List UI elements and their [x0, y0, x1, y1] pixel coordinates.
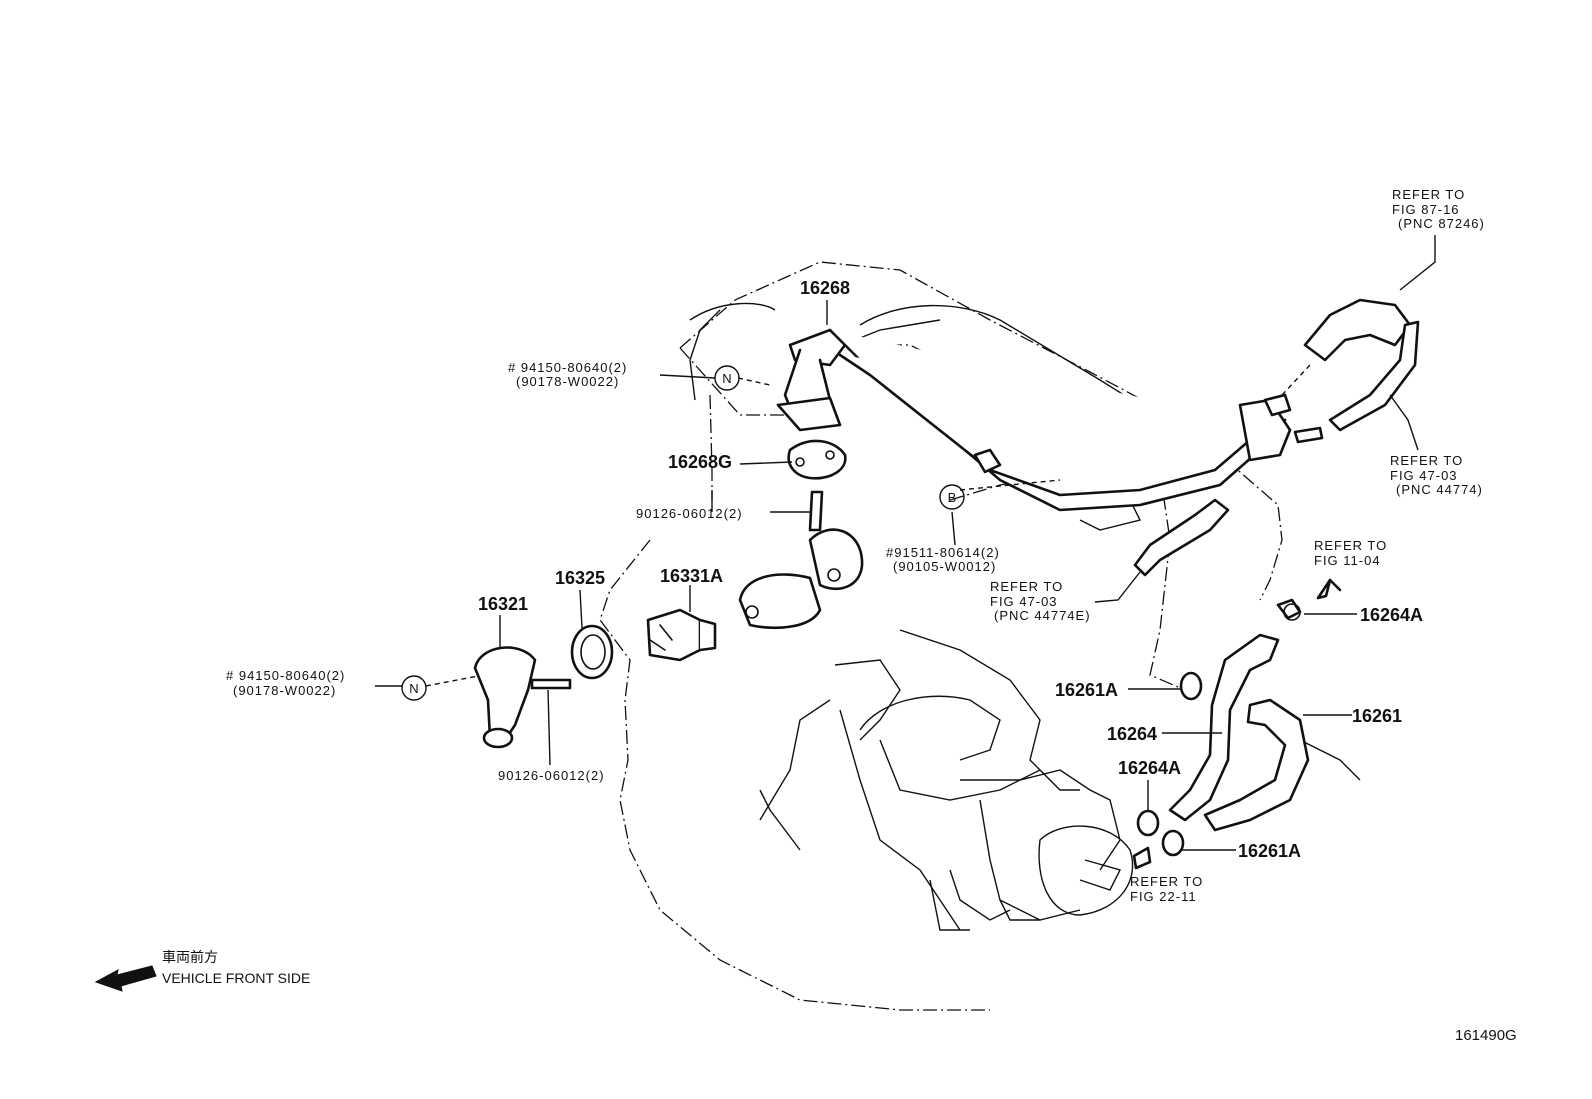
fastener-stud-bottom: 90126-06012(2)	[498, 768, 605, 783]
refer-fig11-04: REFER TO FIG 11-04	[1314, 538, 1387, 568]
marker-n-top: N	[714, 365, 740, 391]
refer-fig87-line1: REFER TO	[1392, 187, 1465, 202]
callout-16261A-bottom: 16261A	[1238, 841, 1301, 861]
callout-16264A-bottom: 16264A	[1118, 758, 1181, 778]
fastener-stud-top: 90126-06012(2)	[636, 506, 743, 521]
refer-fig22-line1: REFER TO	[1130, 874, 1203, 889]
hose-16264	[1168, 633, 1280, 822]
stud-top	[808, 490, 824, 532]
clamp-16264A-top	[1276, 598, 1302, 621]
clamp-16261A-bottom	[1161, 829, 1185, 857]
refer-fig22-line2: FIG 22-11	[1130, 889, 1197, 904]
fastener-b-clip-1: #91511-80614(2)	[886, 545, 1000, 560]
figure-id: 161490G	[1455, 1027, 1517, 1044]
fastener-b-clip-2: (90105-W0012)	[893, 559, 996, 574]
refer-fig22-11: REFER TO FIG 22-11	[1130, 874, 1203, 904]
refer-fig47-03-b: REFER TO FIG 47-03 (PNC 44774E)	[990, 579, 1091, 623]
marker-b: B	[939, 484, 965, 510]
marker-n-left-text: N	[409, 681, 418, 696]
water-pipe-16268	[776, 328, 1324, 512]
front-arrow-icon	[94, 965, 157, 992]
refer-fig11-line1: REFER TO	[1314, 538, 1387, 553]
vehicle-front-indicator: 車両前方 VEHICLE FRONT SIDE	[94, 949, 310, 992]
front-label-jp: 車両前方	[162, 949, 218, 965]
callout-16331A: 16331A	[660, 566, 723, 586]
callout-16261: 16261	[1352, 706, 1402, 726]
clamp-16264A-bottom	[1136, 809, 1160, 837]
refer-fig47-03-a: REFER TO FIG 47-03 (PNC 44774)	[1390, 453, 1483, 497]
callout-16264A-top: 16264A	[1360, 605, 1423, 625]
hose-fig47	[1133, 498, 1230, 577]
fastener-left-2: (90178-W0022)	[233, 683, 336, 698]
refer-fig11-line2: FIG 11-04	[1314, 553, 1381, 568]
arrow-fig22-icon	[1132, 846, 1152, 870]
refer-fig87-line2: FIG 87-16	[1392, 202, 1460, 217]
fastener-left-1: # 94150-80640(2)	[226, 668, 345, 683]
callout-16321: 16321	[478, 594, 528, 614]
refer-fig47b-line3: (PNC 44774E)	[994, 608, 1091, 623]
thermostat-16331A	[646, 608, 717, 662]
arrow-fig11-icon	[1316, 578, 1342, 600]
refer-fig47b-line2: FIG 47-03	[990, 594, 1058, 609]
refer-fig87-16: REFER TO FIG 87-16 (PNC 87246)	[1392, 187, 1485, 231]
refer-fig47a-line2: FIG 47-03	[1390, 468, 1458, 483]
clamp-16261A-top	[1179, 671, 1203, 701]
engine-block	[689, 302, 1361, 931]
front-label-en: VEHICLE FRONT SIDE	[162, 970, 310, 986]
callout-16261A-top: 16261A	[1055, 680, 1118, 700]
refer-fig47b-line1: REFER TO	[990, 579, 1063, 594]
callout-16268: 16268	[800, 278, 850, 298]
gasket-ring-16325	[570, 624, 614, 680]
leader-lines	[375, 235, 1436, 851]
water-inlet-16321	[473, 646, 572, 749]
hose-fig87	[1303, 298, 1420, 432]
refer-fig47a-line1: REFER TO	[1390, 453, 1463, 468]
callout-16264: 16264	[1107, 724, 1157, 744]
refer-fig47a-line3: (PNC 44774)	[1396, 482, 1483, 497]
marker-n-top-text: N	[722, 371, 731, 386]
callout-16325: 16325	[555, 568, 605, 588]
fastener-top-left-1: # 94150-80640(2)	[508, 360, 627, 375]
hose-16261	[1203, 698, 1310, 832]
refer-fig87-line3: (PNC 87246)	[1398, 216, 1485, 231]
gasket-16268G	[787, 439, 847, 480]
callout-16268G: 16268G	[668, 452, 732, 472]
fastener-top-left-2: (90178-W0022)	[516, 374, 619, 389]
marker-b-text: B	[948, 490, 957, 505]
marker-n-left: N	[401, 675, 427, 701]
